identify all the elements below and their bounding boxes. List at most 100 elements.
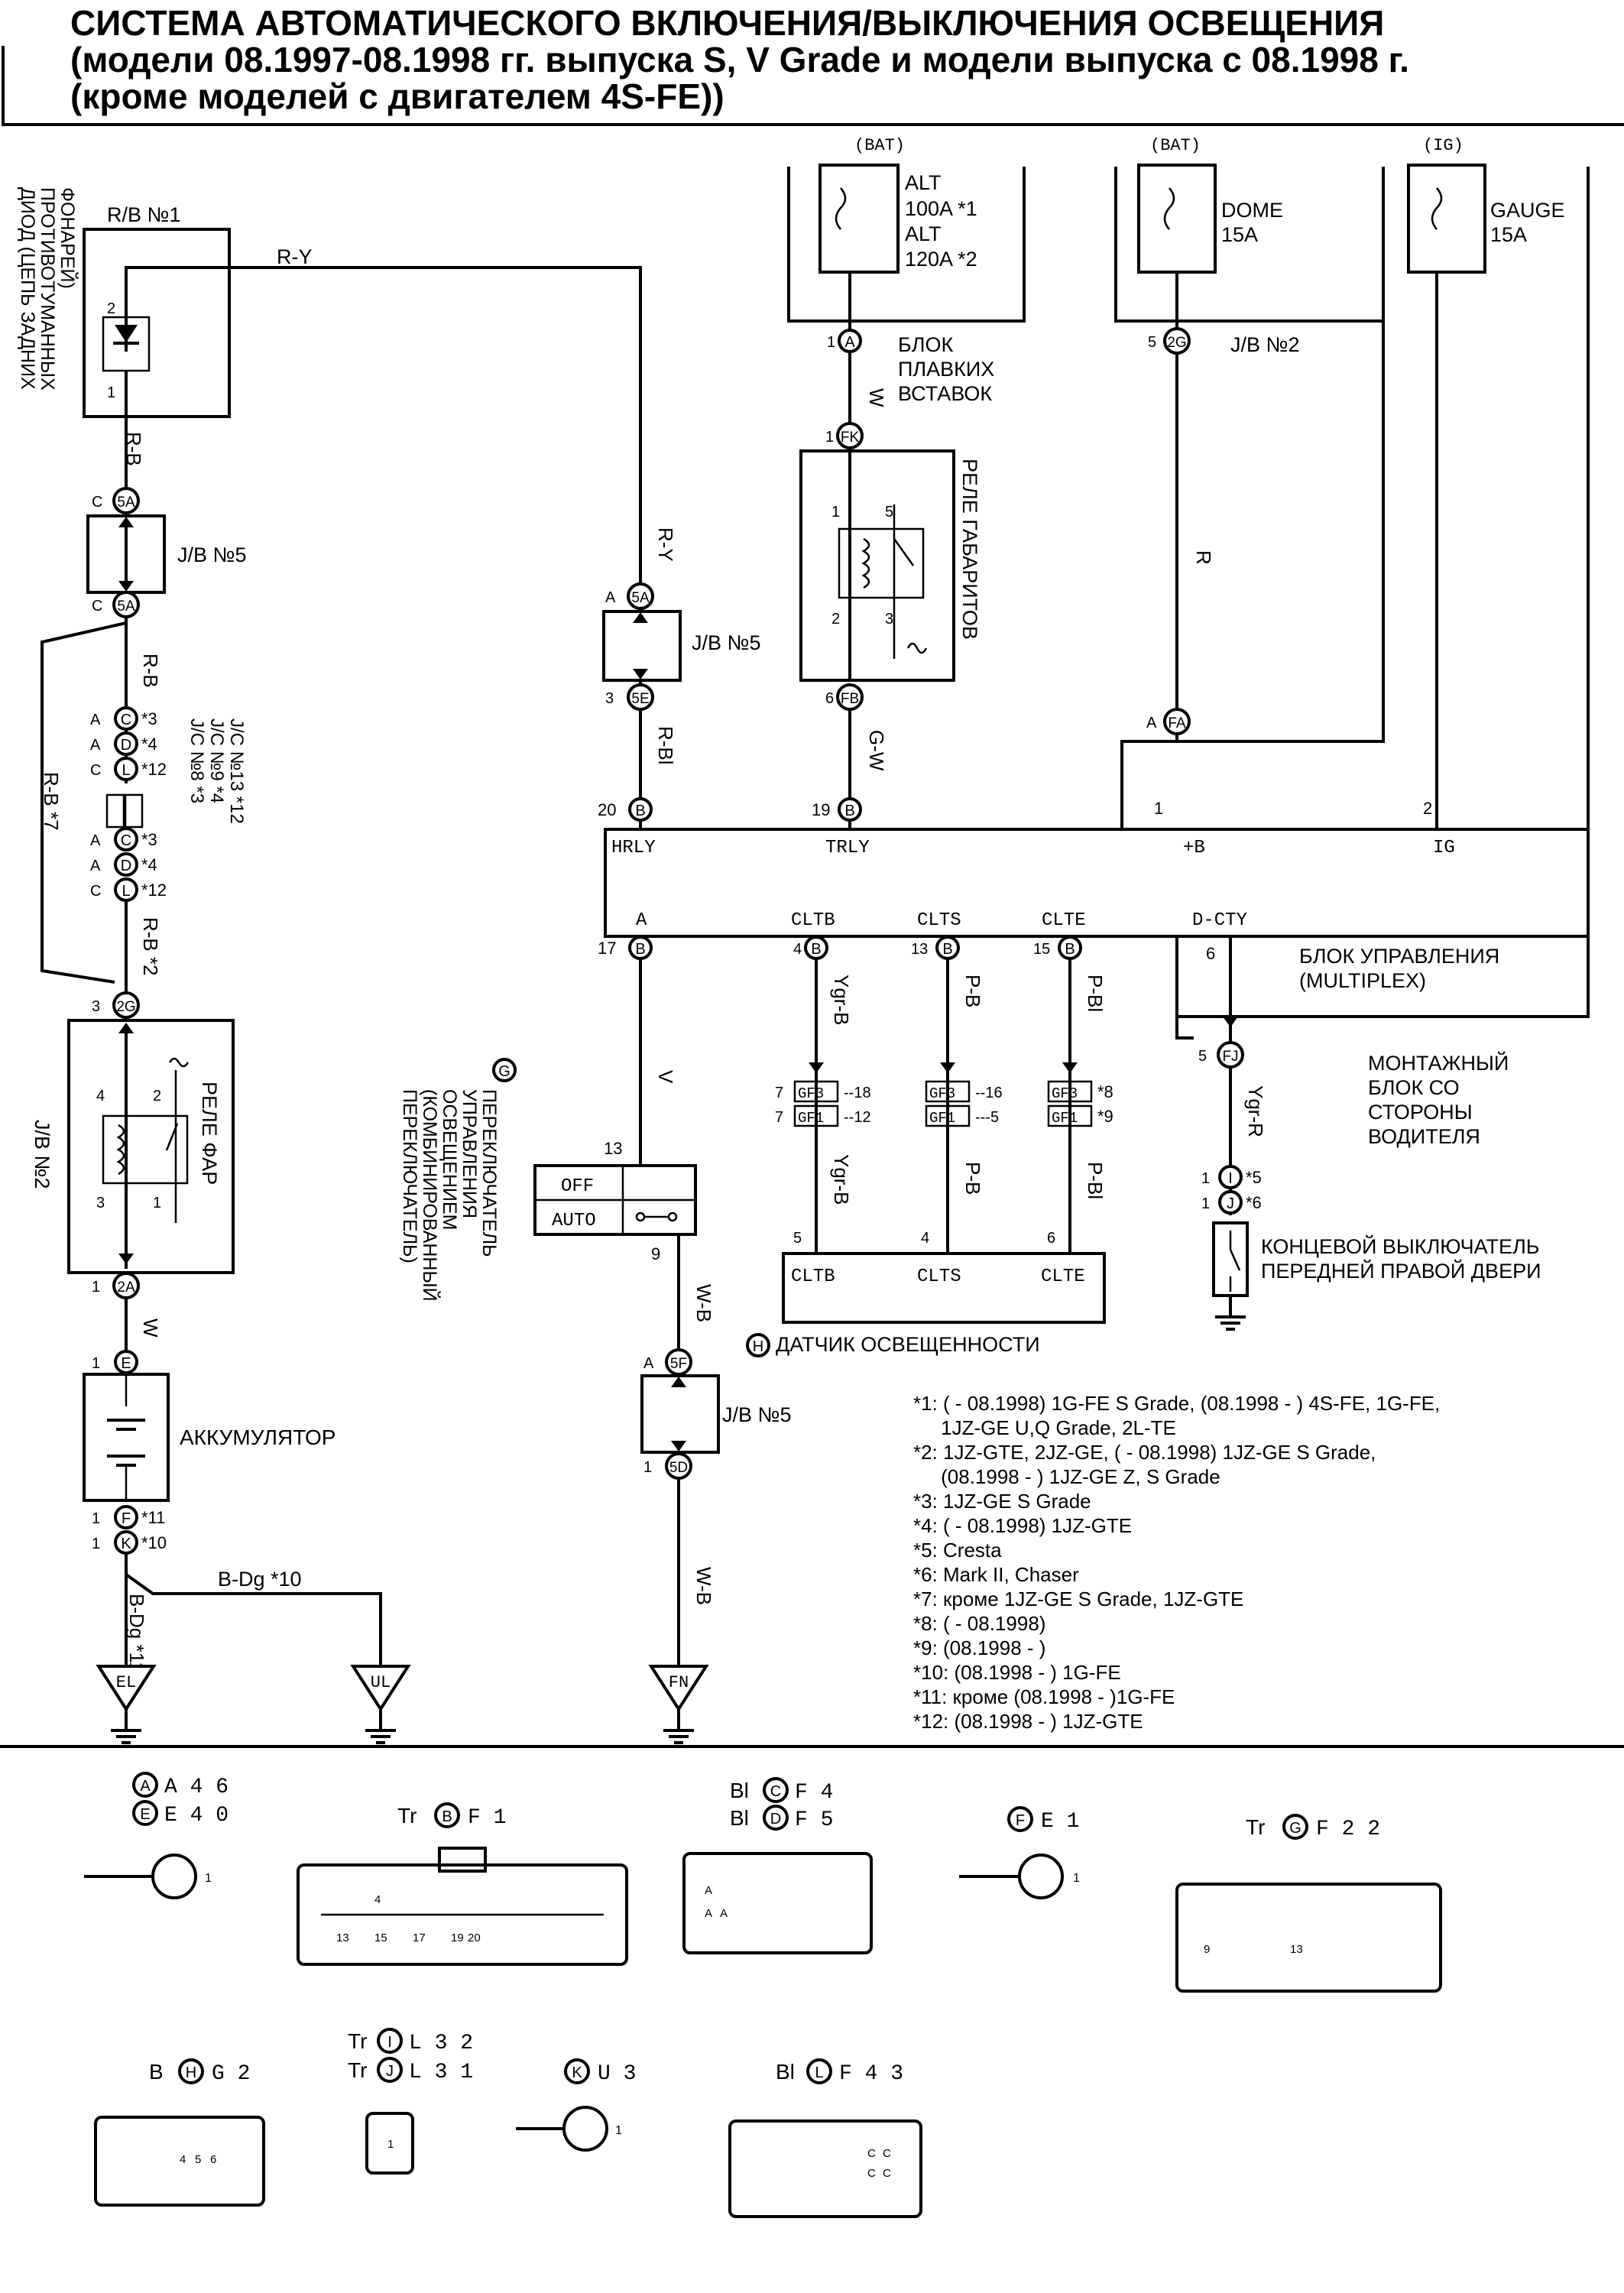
wire-rb-1: R-B: [122, 432, 145, 466]
svg-text:1: 1: [92, 1536, 100, 1552]
svg-text:A: A: [705, 1884, 712, 1897]
svg-text:C: C: [770, 1783, 781, 1800]
svg-text:1: 1: [92, 1355, 100, 1372]
svg-text:B: B: [635, 941, 645, 958]
jc-label-3: J/C №13 *12: [226, 718, 247, 824]
svg-text:3: 3: [605, 690, 614, 707]
footnote-1b: 1JZ-GE U,Q Grade, 2L-TE: [913, 1416, 1176, 1439]
svg-text:FK: FK: [841, 430, 860, 446]
sensor-pin-cltb: CLTB: [791, 1267, 835, 1287]
connector-k-code: U 3: [598, 2062, 636, 2086]
wire-ygrr: Ygr-R: [1244, 1085, 1267, 1137]
svg-text:*10: *10: [141, 1533, 167, 1552]
connector-f: F E 1 1: [959, 1806, 1080, 1899]
battery-label: АККУМУЛЯТОР: [180, 1425, 335, 1449]
svg-text:5: 5: [793, 1230, 802, 1247]
connector-k: K U 3 1: [516, 2058, 636, 2152]
svg-text:1: 1: [387, 2138, 394, 2151]
wire-ry-top: R-Y: [277, 245, 313, 268]
sensor-pin-clts: CLTS: [917, 1267, 961, 1287]
svg-text:FA: FA: [1168, 715, 1186, 731]
footnote-10: *10: (08.1998 - ) 1G-FE: [913, 1661, 1121, 1684]
svg-text:FJ: FJ: [1222, 1049, 1238, 1065]
svg-text:5D: 5D: [669, 1460, 688, 1476]
svg-text:4: 4: [793, 941, 802, 958]
svg-text:GF3: GF3: [798, 1085, 824, 1102]
tail-relay: 1 5 2 3 РЕЛЕ ГАБАРИТОВ: [799, 449, 981, 682]
svg-text:1: 1: [1201, 1195, 1210, 1212]
svg-text:L: L: [122, 762, 130, 779]
svg-text:9: 9: [651, 1244, 660, 1263]
svg-text:C: C: [883, 2167, 891, 2180]
connector-cd-color-2: Bl: [730, 1806, 749, 1830]
ecu-pin-a: A: [636, 910, 647, 931]
svg-text:F: F: [122, 1510, 131, 1527]
svg-text:B: B: [1065, 941, 1075, 958]
ecu-pin-hrly: HRLY: [611, 838, 656, 858]
battery: АККУМУЛЯТОР: [83, 1373, 335, 1502]
svg-text:--12: --12: [844, 1109, 871, 1126]
svg-text:19: 19: [451, 1931, 464, 1944]
svg-text:L: L: [815, 2064, 823, 2081]
svg-text:1: 1: [1154, 799, 1163, 818]
svg-text:1: 1: [92, 1279, 100, 1296]
svg-text:5: 5: [885, 504, 893, 521]
svg-text:13: 13: [911, 941, 928, 958]
ecu-pin-b: +B: [1183, 838, 1205, 858]
svg-text:7: 7: [775, 1085, 783, 1101]
svg-text:1: 1: [643, 1459, 652, 1476]
bat-label: (BAT): [854, 136, 905, 155]
alt-fuse-label-1: ALT: [905, 171, 942, 194]
jb5-center-label: J/B №5: [692, 631, 761, 654]
ecu-pin-cltb: CLTB: [791, 910, 835, 931]
svg-text:K: K: [572, 2064, 582, 2081]
svg-text:6: 6: [210, 2153, 216, 2166]
wire-wb-2: W-B: [692, 1567, 715, 1605]
jb2-label-top: J/B №2: [1230, 333, 1300, 356]
svg-text:17: 17: [598, 939, 616, 958]
wire-wb-1: W-B: [692, 1284, 715, 1322]
svg-text:3: 3: [885, 611, 893, 628]
ig-label: (IG): [1423, 136, 1464, 155]
footnote-11: *11: кроме (08.1998 - )1G-FE: [913, 1685, 1175, 1708]
page-subtitle-2: (кроме моделей с двигателем 4S-FE)): [70, 76, 724, 116]
svg-text:GF3: GF3: [929, 1085, 955, 1102]
svg-text:1: 1: [825, 429, 834, 446]
bat-label-2: (BAT): [1150, 136, 1201, 155]
wire-pb-1: P-B: [961, 975, 984, 1007]
svg-text:GF3: GF3: [1052, 1085, 1078, 1102]
svg-text:2G: 2G: [116, 999, 135, 1015]
footnote-4: *4: ( - 08.1998) 1JZ-GTE: [913, 1514, 1132, 1537]
svg-text:20: 20: [468, 1931, 481, 1944]
fusible-block-label-1: БЛОК: [898, 333, 953, 356]
ecu-pin-trly: TRLY: [825, 838, 870, 858]
alt-fuse-label-4: 120A *2: [905, 248, 977, 271]
ground-ul-label: UL: [371, 1673, 391, 1692]
light-switch-label-1: ПЕРЕКЛЮЧАТЕЛЬ: [478, 1089, 500, 1257]
svg-text:1: 1: [615, 2124, 622, 2137]
connector-g-code: F 2 2: [1316, 1818, 1380, 1841]
svg-text:A: A: [90, 858, 101, 874]
ecu-pin-clts: CLTS: [917, 910, 961, 931]
svg-text:H: H: [753, 1338, 763, 1355]
connector-h-code: G 2: [212, 2062, 250, 2086]
svg-text:I: I: [387, 2034, 392, 2051]
svg-text:A: A: [140, 1778, 151, 1795]
svg-text:*4: *4: [141, 855, 157, 874]
svg-text:1: 1: [1073, 1872, 1080, 1885]
svg-text:*12: *12: [141, 881, 167, 900]
ground-el-label: EL: [116, 1673, 136, 1692]
footnote-1: *1: ( - 08.1998) 1G-FE S Grade, (08.1998…: [913, 1392, 1440, 1415]
svg-text:--18: --18: [844, 1085, 871, 1101]
ground-fn-label: FN: [669, 1673, 689, 1692]
svg-text:2G: 2G: [1167, 335, 1186, 351]
svg-text:1: 1: [153, 1195, 161, 1211]
svg-text:6: 6: [1047, 1230, 1055, 1247]
connector-b-code: F 1: [468, 1806, 506, 1830]
svg-text:3: 3: [92, 998, 100, 1015]
gauge-fuse: (IG) GAUGE 15A: [1407, 136, 1565, 274]
